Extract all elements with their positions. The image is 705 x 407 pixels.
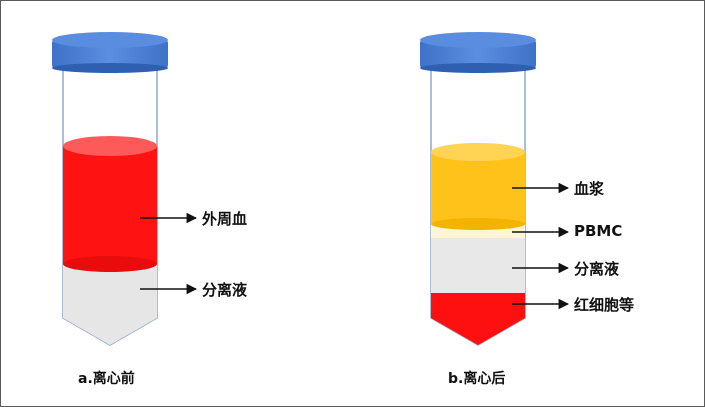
label-a-separation-fluid: 分离液 <box>202 281 248 299</box>
label-b-separation-fluid: 分离液 <box>574 260 620 278</box>
tube-a-blood-layer <box>63 146 157 264</box>
tube-b-plasma-bottom <box>431 218 525 230</box>
tube-a-cap-top <box>52 32 168 48</box>
caption-before-centrifugation: a.离心前 <box>78 371 135 387</box>
tube-b-cap-top <box>420 32 536 48</box>
tube-b-separation-fluid-layer <box>431 236 525 294</box>
tube-b-plasma-layer <box>431 152 525 224</box>
tube-a <box>52 32 168 346</box>
label-peripheral-blood: 外周血 <box>202 210 248 228</box>
tube-a-blood-top <box>63 136 157 156</box>
tube-a-separation-fluid-layer <box>63 262 157 345</box>
label-pbmc: PBMC <box>574 222 623 240</box>
tube-a-blood-bottom <box>63 256 157 272</box>
label-plasma: 血浆 <box>574 180 605 198</box>
tube-b <box>420 32 536 346</box>
label-red-blood-cells: 红细胞等 <box>574 296 635 314</box>
tube-b-plasma-top <box>431 143 525 161</box>
tube-b-rbc-layer <box>431 293 525 345</box>
tube-b-cap <box>420 40 536 68</box>
tube-a-cap <box>52 40 168 68</box>
caption-after-centrifugation: b.离心后 <box>448 371 506 387</box>
